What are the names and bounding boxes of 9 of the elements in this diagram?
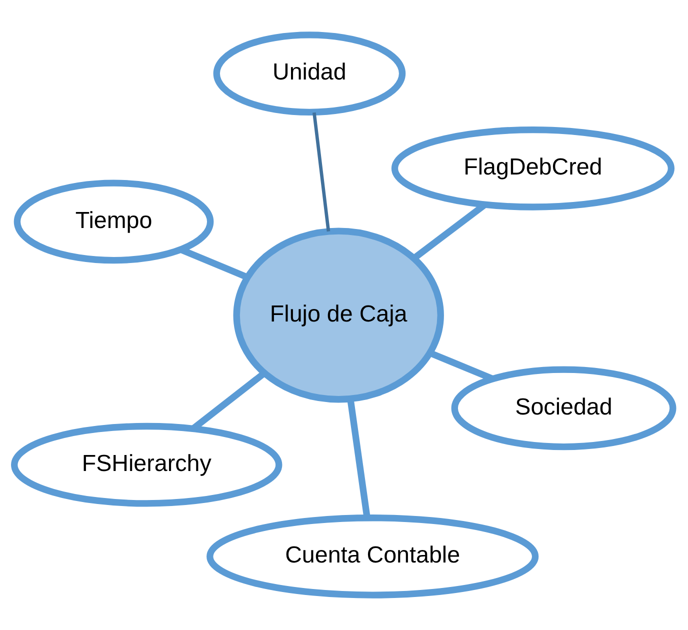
connector xyxy=(180,246,248,280)
connector xyxy=(312,112,330,232)
node-ellipse: Tiempo xyxy=(14,180,214,264)
node-ellipse: Flujo de Caja xyxy=(233,228,444,403)
node-ellipse: FSHierarchy xyxy=(11,422,282,507)
node-ellipse: Cuenta Contable xyxy=(206,514,539,598)
node-ellipse: Sociedad xyxy=(451,366,676,450)
node-ellipse: FlagDebCred xyxy=(391,126,674,210)
node-ellipse: Unidad xyxy=(213,32,406,116)
